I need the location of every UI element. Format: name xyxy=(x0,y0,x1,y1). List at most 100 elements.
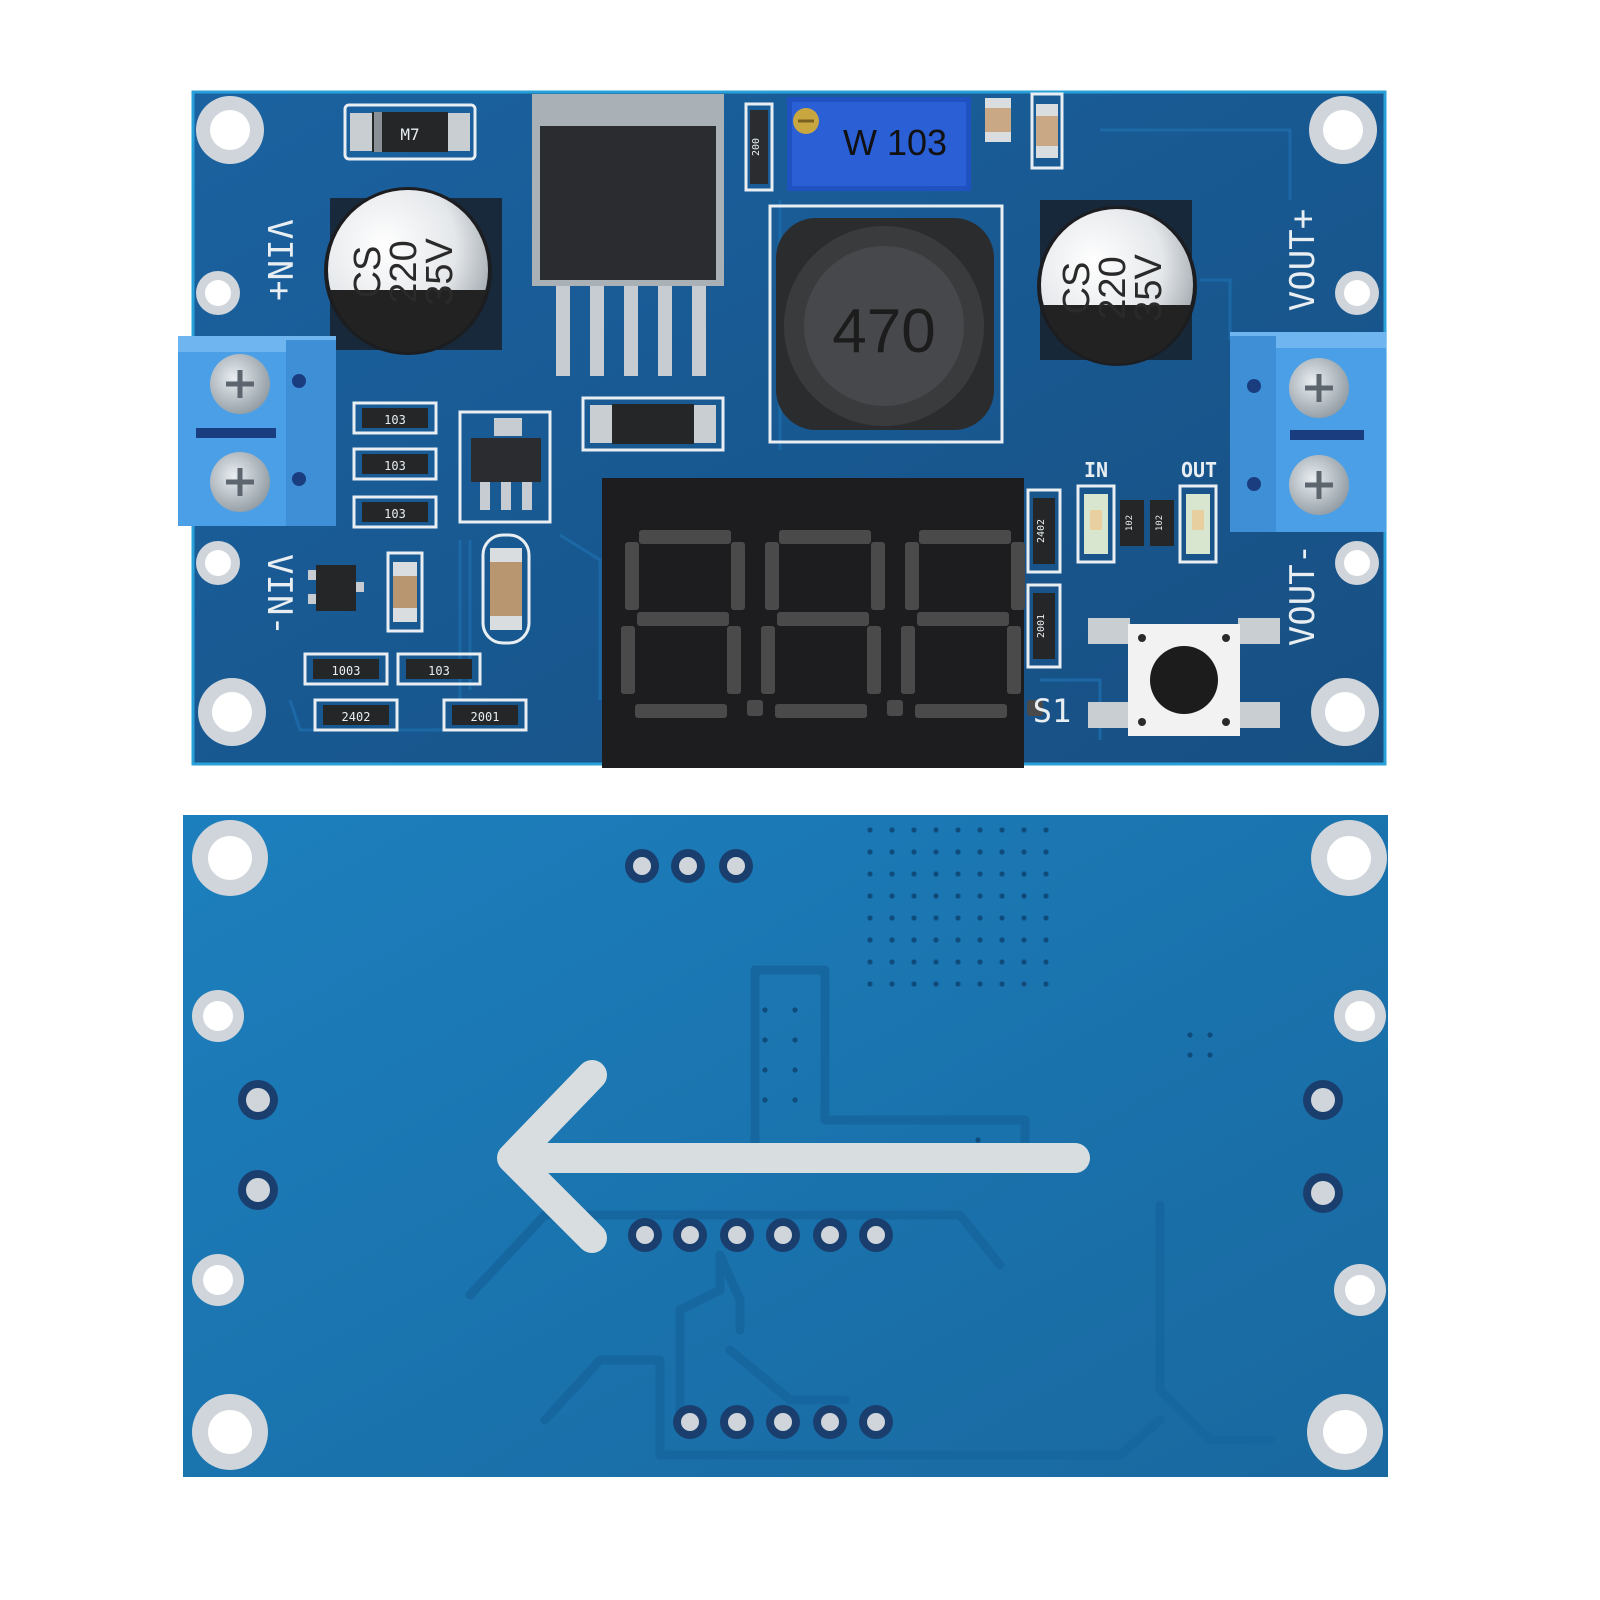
via xyxy=(867,981,873,987)
capacitor-left: CS 220 35V xyxy=(324,187,502,355)
via xyxy=(1021,893,1027,899)
solder-pad-core xyxy=(246,1178,270,1202)
smd-diode: M7 xyxy=(343,103,477,161)
seven-segment-display: 8. 8. 8. xyxy=(602,478,1043,768)
resistor-r5-label: 103 xyxy=(428,664,450,678)
via xyxy=(1043,827,1049,833)
via xyxy=(933,893,939,899)
diode-label: M7 xyxy=(400,125,419,144)
resistor-r11-label: 102 xyxy=(1155,515,1165,531)
via xyxy=(1043,959,1049,965)
label-vin-plus: VIN+ xyxy=(259,219,299,301)
segment xyxy=(901,626,915,694)
smd-diode-2 xyxy=(581,396,725,452)
via xyxy=(911,827,917,833)
segment xyxy=(775,704,867,718)
via xyxy=(867,937,873,943)
via xyxy=(867,893,873,899)
label-vout-minus: VOUT- xyxy=(1283,544,1323,646)
segment xyxy=(625,542,639,610)
solder-pad-core xyxy=(1311,1181,1335,1205)
segment xyxy=(871,542,885,610)
via xyxy=(977,959,983,965)
via xyxy=(889,937,895,943)
segment xyxy=(867,626,881,694)
resistor-r6-label: 2402 xyxy=(342,710,371,724)
via xyxy=(911,849,917,855)
via xyxy=(977,827,983,833)
inductor: 470 xyxy=(768,204,1004,444)
input-terminal-block[interactable] xyxy=(178,336,336,526)
segment xyxy=(731,542,745,610)
trimmer-potentiometer[interactable]: W 103 xyxy=(787,97,971,191)
push-button-s1[interactable]: S1 xyxy=(1033,618,1280,736)
via xyxy=(955,849,961,855)
via xyxy=(889,959,895,965)
solder-pads xyxy=(238,849,1343,1439)
solder-pad-core xyxy=(681,1226,699,1244)
via xyxy=(999,893,1005,899)
output-terminal-block[interactable] xyxy=(1230,332,1386,532)
solder-pad-core xyxy=(636,1226,654,1244)
via xyxy=(792,1097,798,1103)
via xyxy=(1043,871,1049,877)
display-segments xyxy=(621,530,1043,718)
solder-pad-core xyxy=(633,857,651,875)
via xyxy=(867,827,873,833)
via xyxy=(889,871,895,877)
solder-pad-core xyxy=(774,1226,792,1244)
via xyxy=(1021,849,1027,855)
solder-pad-core xyxy=(821,1413,839,1431)
resistor-row-bottom: 1003 103 2402 2001 xyxy=(303,652,528,732)
via xyxy=(1187,1032,1193,1038)
cap-left-line3: 35V xyxy=(419,238,461,306)
via xyxy=(762,1097,768,1103)
switch-label: S1 xyxy=(1033,692,1072,730)
segment xyxy=(919,530,1011,544)
via xyxy=(933,937,939,943)
smd-capacitors-top xyxy=(985,92,1064,170)
via xyxy=(911,937,917,943)
via xyxy=(1043,893,1049,899)
via xyxy=(977,849,983,855)
via xyxy=(999,959,1005,965)
cap-right-line3: 35V xyxy=(1128,254,1170,322)
resistor-stack-left: 103 103 103 xyxy=(352,401,438,529)
resistor-r3-label: 103 xyxy=(384,507,406,521)
back-traces xyxy=(465,965,1275,1460)
sot223-ic xyxy=(458,410,552,524)
via xyxy=(933,849,939,855)
via xyxy=(867,849,873,855)
back-mounting-holes xyxy=(192,820,1387,1470)
via xyxy=(792,1067,798,1073)
via xyxy=(1043,981,1049,987)
seven-segment-digit xyxy=(761,530,903,718)
via xyxy=(933,827,939,833)
via xyxy=(977,893,983,899)
solder-pad-core xyxy=(728,1226,746,1244)
capacitor-right: CS 220 35V xyxy=(1037,200,1197,366)
segment xyxy=(765,542,779,610)
via xyxy=(977,981,983,987)
segment xyxy=(635,704,727,718)
indicator-leds: IN OUT 102 102 xyxy=(1076,458,1218,564)
via xyxy=(1207,1032,1213,1038)
via xyxy=(999,981,1005,987)
via xyxy=(889,893,895,899)
via xyxy=(977,915,983,921)
via xyxy=(1207,1052,1213,1058)
via xyxy=(792,1037,798,1043)
label-vin-minus: VIN- xyxy=(259,554,299,636)
resistor-r7-label: 2001 xyxy=(471,710,500,724)
resistor-vertical-right: 2402 2001 xyxy=(1026,488,1062,669)
solder-pad-core xyxy=(867,1226,885,1244)
left-arrow-icon xyxy=(497,1060,1090,1253)
via xyxy=(977,937,983,943)
segment xyxy=(915,704,1007,718)
resistor-r1-label: 103 xyxy=(384,413,406,427)
button-cap-icon[interactable] xyxy=(1150,646,1218,714)
via xyxy=(1043,915,1049,921)
via xyxy=(999,849,1005,855)
via xyxy=(889,849,895,855)
segment xyxy=(1007,626,1021,694)
